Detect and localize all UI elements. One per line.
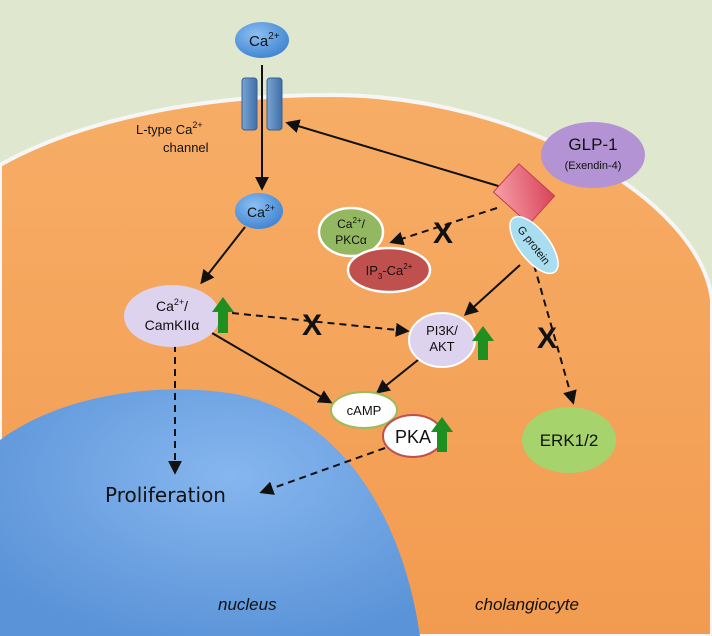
pi3k-akt-node: PI3K/ AKT	[408, 312, 476, 368]
arrow-receptor-to-pkc	[389, 207, 498, 246]
arrow-pka-to-proliferation	[259, 447, 386, 495]
nucleus-region	[0, 389, 420, 636]
ca-intracellular-node: Ca2+	[235, 193, 283, 229]
block-mark-pkc: X	[433, 217, 453, 250]
pkc-node: Ca2+/ PKCα	[317, 206, 385, 258]
nucleus-label: nucleus	[218, 595, 277, 614]
svg-text:ERK1/2: ERK1/2	[540, 431, 599, 450]
block-mark-pi3k: X	[302, 309, 322, 342]
arrow-camk-to-camp	[211, 332, 333, 404]
svg-text:(Exendin-4): (Exendin-4)	[565, 160, 622, 172]
block-mark-erk: X	[537, 322, 557, 355]
svg-text:Ca2+: Ca2+	[247, 203, 275, 220]
ca-extracellular-node: Ca2+	[235, 22, 289, 58]
svg-text:AKT: AKT	[429, 339, 454, 354]
camk-upregulation-icon	[212, 297, 234, 333]
arrow-pi3k-to-camp	[375, 359, 419, 394]
svg-text:PI3K/: PI3K/	[426, 323, 458, 338]
svg-text:GLP-1: GLP-1	[568, 135, 617, 154]
ip3-ca-node: IP3-Ca2+	[346, 246, 432, 294]
svg-text:CamKIIα: CamKIIα	[145, 317, 200, 333]
glp1-node: GLP-1 (Exendin-4)	[541, 122, 645, 188]
proliferation-label: Proliferation	[105, 483, 226, 507]
cholangiocyte-label: cholangiocyte	[475, 595, 579, 614]
pka-node: PKA	[382, 414, 444, 458]
l-type-channel	[241, 77, 283, 131]
svg-text:PKCα: PKCα	[335, 233, 367, 247]
svg-text:cAMP: cAMP	[347, 403, 382, 418]
svg-text:PKA: PKA	[395, 427, 431, 447]
camk-node: Ca2+/ CamKIIα	[124, 285, 220, 347]
arrow-camk-to-pi3k	[231, 312, 410, 337]
channel-label-line1: L-type Ca2+	[136, 120, 203, 137]
pka-upregulation-icon	[431, 417, 453, 452]
glp1-receptor	[492, 163, 556, 225]
channel-label-line2: channel	[163, 140, 209, 155]
arrow-receptor-to-channel	[285, 119, 506, 189]
erk-node: ERK1/2	[522, 407, 616, 473]
arrow-ca-to-camk	[200, 226, 246, 285]
svg-text:IP3-Ca2+: IP3-Ca2+	[366, 262, 413, 281]
svg-text:Ca2+: Ca2+	[249, 31, 280, 50]
svg-text:Ca2+/: Ca2+/	[337, 216, 365, 231]
pi3k-upregulation-icon	[472, 326, 494, 360]
svg-text:Ca2+/: Ca2+/	[156, 297, 188, 314]
camp-node: cAMP	[330, 391, 398, 429]
arrow-gprotein-to-pi3k	[463, 264, 521, 316]
